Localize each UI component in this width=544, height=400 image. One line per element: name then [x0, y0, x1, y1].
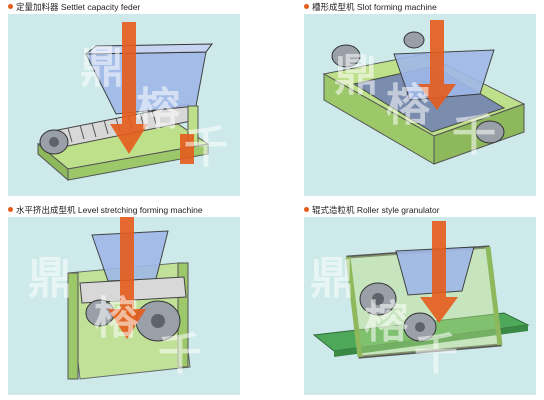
- caption-en: Level stretching forming machine: [77, 205, 203, 215]
- feeder-drawing: [36, 22, 214, 182]
- machine-illustration: 鼎 榕 千: [304, 14, 536, 196]
- bullet-dot-icon: [304, 4, 309, 9]
- roller-granulator-drawing: [312, 221, 530, 359]
- panel-roller-style-granulator: 辊式造粒机 Roller style granulator 鼎 榕 千: [304, 203, 536, 397]
- level-stretching-drawing: [67, 217, 191, 380]
- caption-cn: 槽形成型机: [312, 2, 355, 12]
- panel-level-stretching-forming-machine: 水平挤出成型机 Level stretching forming machine…: [8, 203, 240, 397]
- caption-en: Slot forming machine: [356, 2, 437, 12]
- caption: 定量加料器 Settlet capacity feder: [8, 0, 140, 14]
- caption-cn: 辊式造粒机: [312, 205, 355, 215]
- caption-en: Settlet capacity feder: [60, 2, 141, 12]
- bullet-dot-icon: [8, 207, 13, 212]
- caption: 水平挤出成型机 Level stretching forming machine: [8, 203, 203, 217]
- caption-cn: 定量加料器: [16, 2, 59, 12]
- panel-settlet-capacity-feder: 定量加料器 Settlet capacity feder: [8, 0, 240, 196]
- caption-cn: 水平挤出成型机: [16, 205, 76, 215]
- bullet-dot-icon: [304, 207, 309, 212]
- caption: 槽形成型机 Slot forming machine: [304, 0, 437, 14]
- bullet-dot-icon: [8, 4, 13, 9]
- panel-slot-forming-machine: 槽形成型机 Slot forming machine 鼎 榕 千: [304, 0, 536, 196]
- machine-illustration: 鼎 榕 千: [8, 14, 240, 196]
- machine-illustration: 鼎 榕 千: [304, 217, 536, 395]
- caption-en: Roller style granulator: [356, 205, 440, 215]
- slot-forming-drawing: [322, 20, 526, 165]
- machine-illustration: 鼎 榕 千: [8, 217, 240, 395]
- caption: 辊式造粒机 Roller style granulator: [304, 203, 440, 217]
